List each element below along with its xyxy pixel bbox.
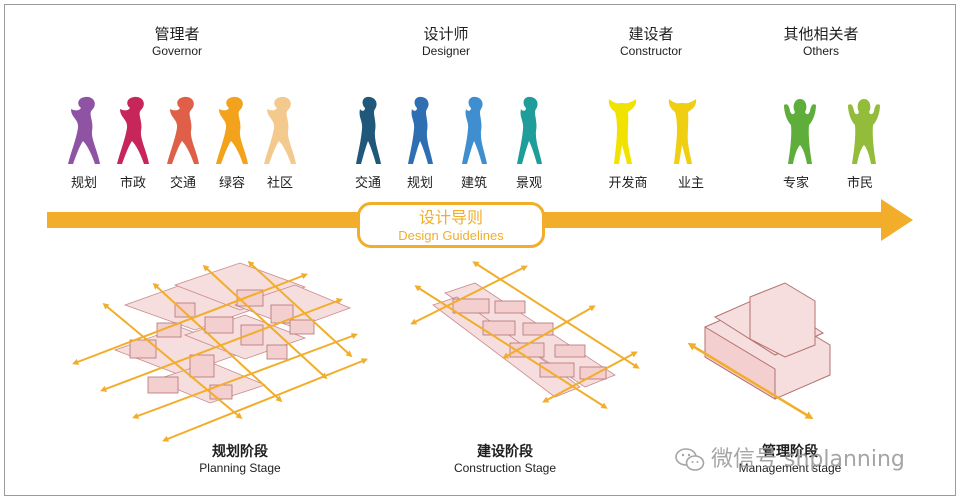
person-label: 绿容	[218, 176, 245, 191]
planning-stage-illustration	[72, 260, 368, 442]
person-label: 建筑	[460, 176, 487, 191]
person-label: 专家	[782, 176, 809, 191]
person-label: 规划	[70, 176, 97, 191]
person-figure-icon	[356, 96, 381, 164]
person-figure-icon	[264, 96, 296, 164]
stage-management: 管理阶段 Management stage	[720, 443, 860, 476]
stage-title-en: Management stage	[738, 461, 842, 475]
group-title-cn: 建设者	[628, 25, 674, 43]
person-figure-icon	[517, 96, 542, 164]
design-guidelines-label: 设计导则 Design Guidelines	[357, 202, 545, 248]
person-label: 市政	[119, 176, 146, 191]
stage-title-cn: 建设阶段	[477, 444, 533, 460]
watermark-text: 微信号 shplanning	[711, 447, 905, 472]
person-figure-icon	[117, 96, 149, 164]
group-governor: 管理者 Governor	[132, 25, 222, 59]
stage-construction: 建设阶段 Construction Stage	[435, 443, 575, 476]
person-label: 业主	[677, 176, 704, 191]
person-figure-icon	[608, 99, 637, 164]
diagram-frame: 管理者 Governor 设计师 Designer 建设者 Constructo…	[4, 4, 956, 496]
person-label: 景观	[515, 176, 542, 191]
person-figure-icon	[462, 96, 487, 164]
person-figure-icon	[68, 96, 100, 164]
group-others: 其他相关者 Others	[771, 25, 871, 59]
stage-title-cn: 规划阶段	[212, 444, 268, 460]
group-title-en: Constructor	[619, 44, 683, 58]
person-label: 规划	[406, 176, 433, 191]
management-stage-illustration	[687, 282, 831, 420]
wechat-watermark: 微信号 shplanning	[675, 443, 905, 477]
person-figure-icon	[408, 96, 433, 164]
design-guidelines-en: Design Guidelines	[398, 228, 504, 243]
group-title-cn: 其他相关者	[783, 25, 859, 43]
person-figure-icon	[167, 96, 199, 164]
group-constructor: 建设者 Constructor	[601, 25, 701, 59]
stage-title-en: Planning Stage	[199, 461, 281, 475]
stage-title-en: Construction Stage	[453, 461, 557, 475]
group-title-en: Designer	[421, 44, 471, 58]
design-guidelines-cn: 设计导则	[418, 208, 483, 227]
person-label: 交通	[354, 176, 381, 191]
person-label: 开发商	[608, 176, 648, 191]
group-designer: 设计师 Designer	[401, 25, 491, 59]
person-figure-icon	[216, 96, 248, 164]
illustration-layer	[47, 199, 913, 442]
group-title-cn: 设计师	[423, 25, 469, 43]
person-figure-icon	[848, 99, 880, 164]
group-title-cn: 管理者	[154, 25, 200, 43]
wechat-icon	[675, 448, 705, 471]
person-figure-icon	[668, 99, 697, 164]
stage-title-cn: 管理阶段	[762, 444, 818, 460]
construction-stage-illustration	[410, 261, 640, 409]
person-label: 市民	[846, 176, 873, 191]
stage-planning: 规划阶段 Planning Stage	[175, 443, 305, 476]
person-label: 交通	[169, 176, 196, 191]
person-figure-icon	[784, 99, 816, 164]
group-title-en: Others	[802, 44, 839, 58]
person-label: 社区	[266, 176, 293, 191]
group-title-en: Governor	[151, 44, 203, 58]
